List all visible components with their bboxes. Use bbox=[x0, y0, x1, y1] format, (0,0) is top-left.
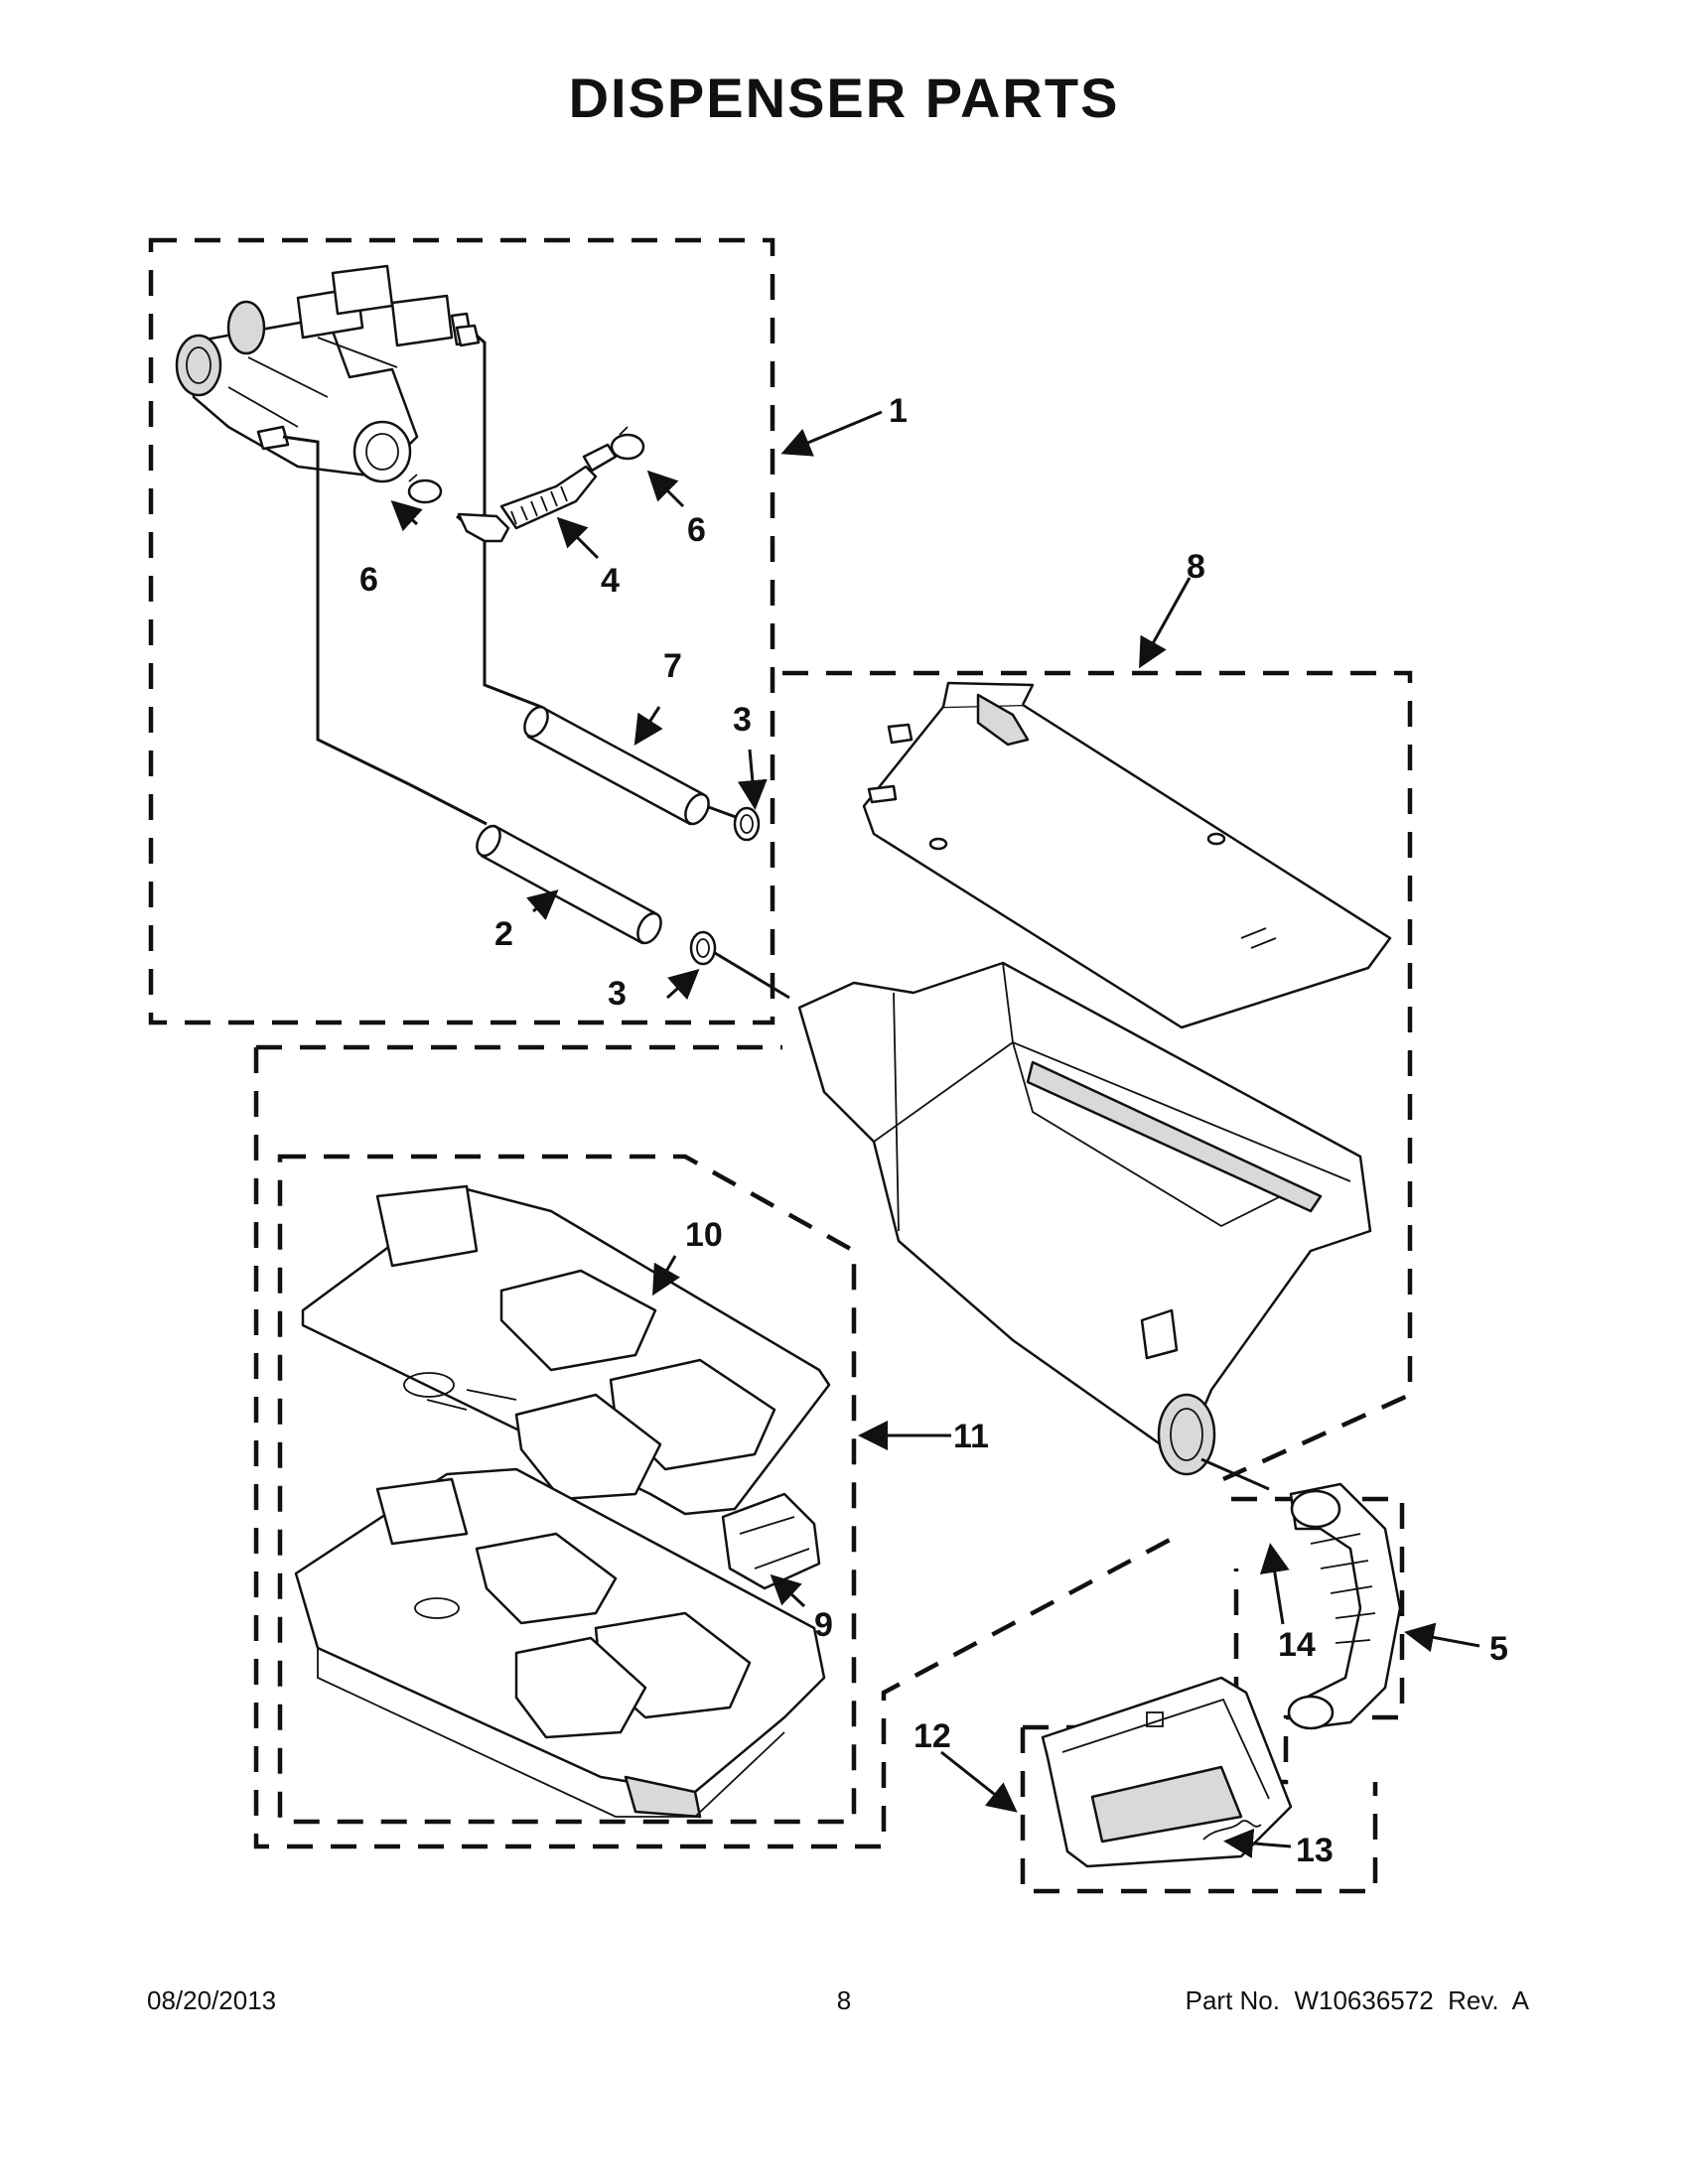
hose-2 bbox=[476, 824, 662, 945]
brand-logo-13 bbox=[1202, 1820, 1262, 1841]
dispenser-housing bbox=[797, 961, 1372, 1491]
page-title: DISPENSER PARTS bbox=[568, 67, 1120, 129]
callout-12: 12 bbox=[914, 1717, 951, 1755]
callout-labels: 1 6 4 6 7 8 3 2 3 10 11 9 14 5 12 13 bbox=[359, 392, 1508, 1869]
callout-14: 14 bbox=[1278, 1626, 1316, 1664]
hose-7 bbox=[523, 705, 710, 826]
callout-6-left: 6 bbox=[359, 561, 378, 599]
footer-page-number: 8 bbox=[836, 1985, 852, 2015]
drain-hose-14 bbox=[1287, 1482, 1402, 1730]
callout-13: 13 bbox=[1296, 1832, 1334, 1869]
clamp-6-left bbox=[407, 474, 443, 504]
callout-3-upper: 3 bbox=[733, 701, 752, 739]
clamp-3-lower bbox=[689, 930, 717, 966]
fill-hose-4 bbox=[457, 443, 618, 543]
footer-part-number: Part No. W10636572 Rev. A bbox=[1185, 1985, 1529, 2015]
callout-1: 1 bbox=[889, 392, 908, 430]
siphon-cap-9 bbox=[721, 1492, 821, 1590]
callout-8: 8 bbox=[1187, 548, 1205, 586]
dispenser-lid bbox=[862, 681, 1392, 1029]
clamp-6-right bbox=[610, 426, 645, 461]
callout-11: 11 bbox=[953, 1418, 989, 1455]
leader-arrows bbox=[390, 410, 1480, 1858]
dispenser-drawer-11 bbox=[294, 1467, 826, 1819]
callout-3-lower: 3 bbox=[608, 975, 627, 1013]
drawer-front-panel-12 bbox=[1041, 1676, 1293, 1868]
clamp-3-upper bbox=[733, 806, 761, 842]
callout-2: 2 bbox=[494, 915, 513, 953]
callout-6-right: 6 bbox=[687, 511, 706, 549]
drawer-inner-boundary bbox=[277, 1154, 857, 1825]
callout-5: 5 bbox=[1489, 1630, 1508, 1668]
drawer-outer-boundary bbox=[253, 1044, 1174, 1849]
valve-group-boundary bbox=[148, 237, 775, 1025]
callout-4: 4 bbox=[601, 562, 620, 600]
group-boundaries bbox=[148, 237, 1413, 1894]
water-valve-assembly bbox=[175, 264, 481, 483]
detergent-tray-10 bbox=[301, 1184, 831, 1516]
callout-9: 9 bbox=[814, 1606, 833, 1644]
dispenser-housing-boundary bbox=[782, 670, 1413, 1482]
callout-10: 10 bbox=[685, 1216, 723, 1254]
callout-7: 7 bbox=[663, 647, 682, 685]
footer-date: 08/20/2013 bbox=[147, 1985, 277, 2015]
